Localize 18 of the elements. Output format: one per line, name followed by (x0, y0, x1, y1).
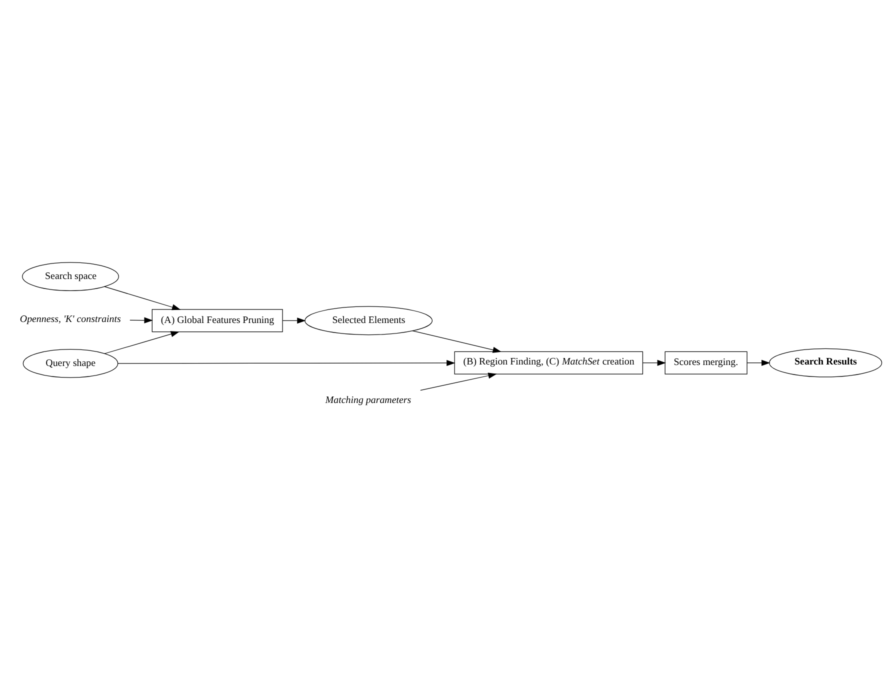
arrow (420, 372, 497, 391)
node-box: (A) Global Features Pruning (152, 309, 283, 332)
node-text: Openness, 'K' constraints (20, 314, 121, 325)
node-box: Scores merging. (664, 351, 748, 374)
arrow (118, 360, 456, 366)
arrow (412, 330, 502, 353)
arrow (746, 360, 770, 366)
node-ellipse: Search Results (769, 348, 882, 378)
arrow (130, 317, 153, 324)
arrow (642, 360, 666, 366)
arrow (104, 286, 181, 310)
node-ellipse: Search space (22, 262, 119, 291)
node-ellipse: Selected Elements (304, 306, 433, 336)
arrow (104, 331, 180, 354)
arrow (282, 318, 306, 324)
node-box: (B) Region Finding, (C) MatchSet creation (454, 351, 644, 374)
node-text: Matching parameters (325, 395, 412, 406)
node-ellipse: Query shape (22, 349, 118, 378)
